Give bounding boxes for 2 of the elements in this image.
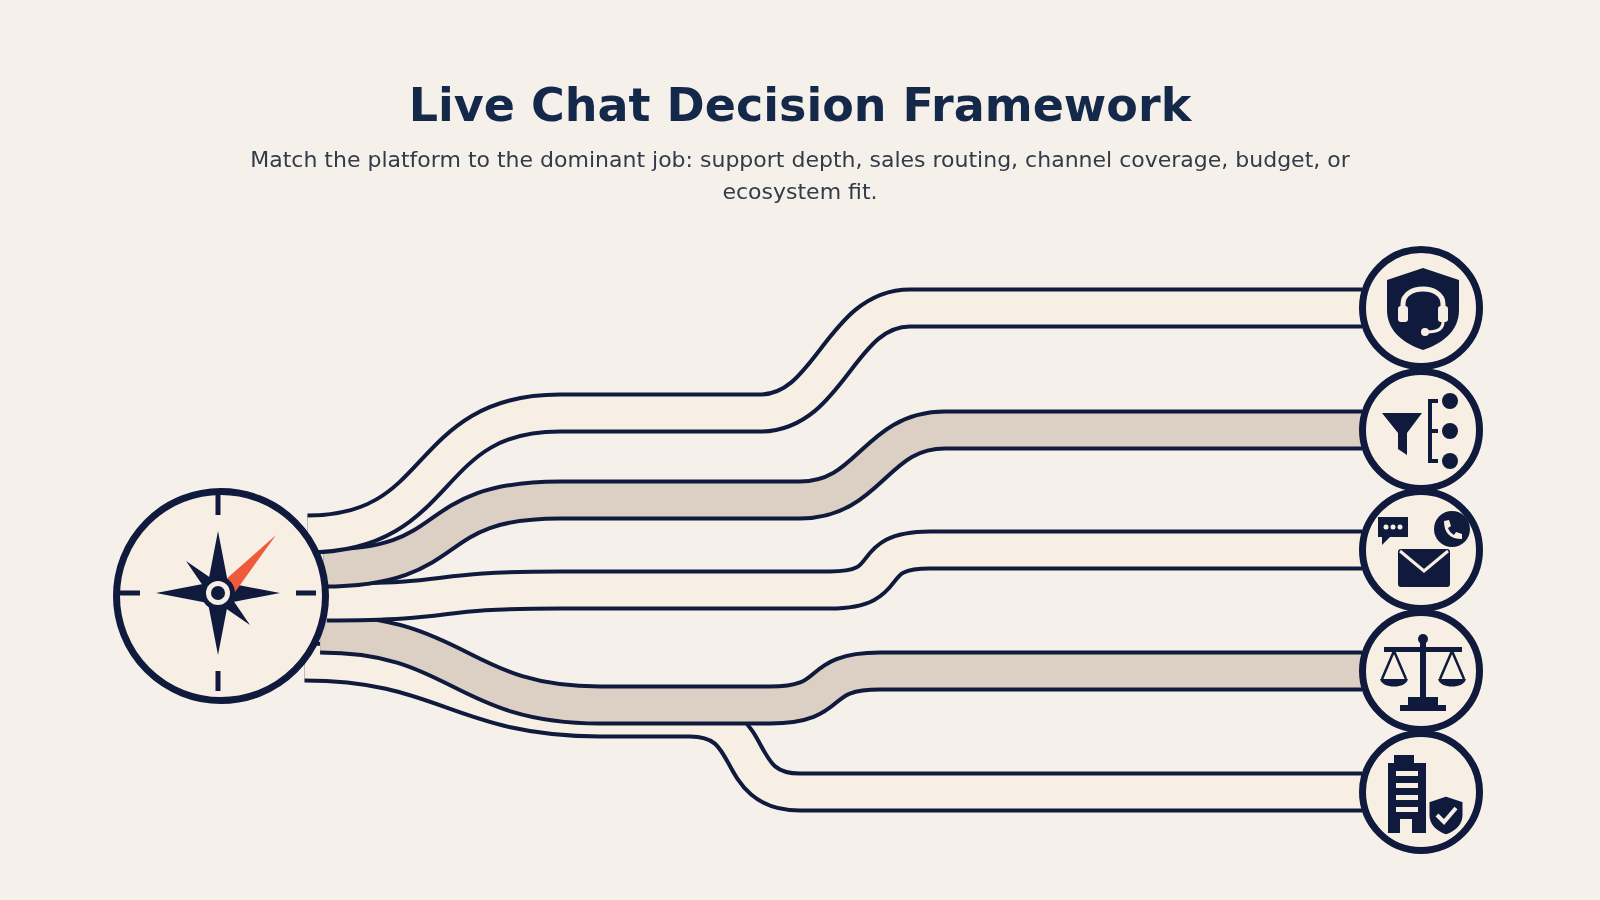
title: Live Chat Decision Framework [407,78,1193,132]
subtitle: Match the platform to the dominant job: support depth, sales routing, channel coverage, budget, or ecosystem fit. [249,146,1351,206]
